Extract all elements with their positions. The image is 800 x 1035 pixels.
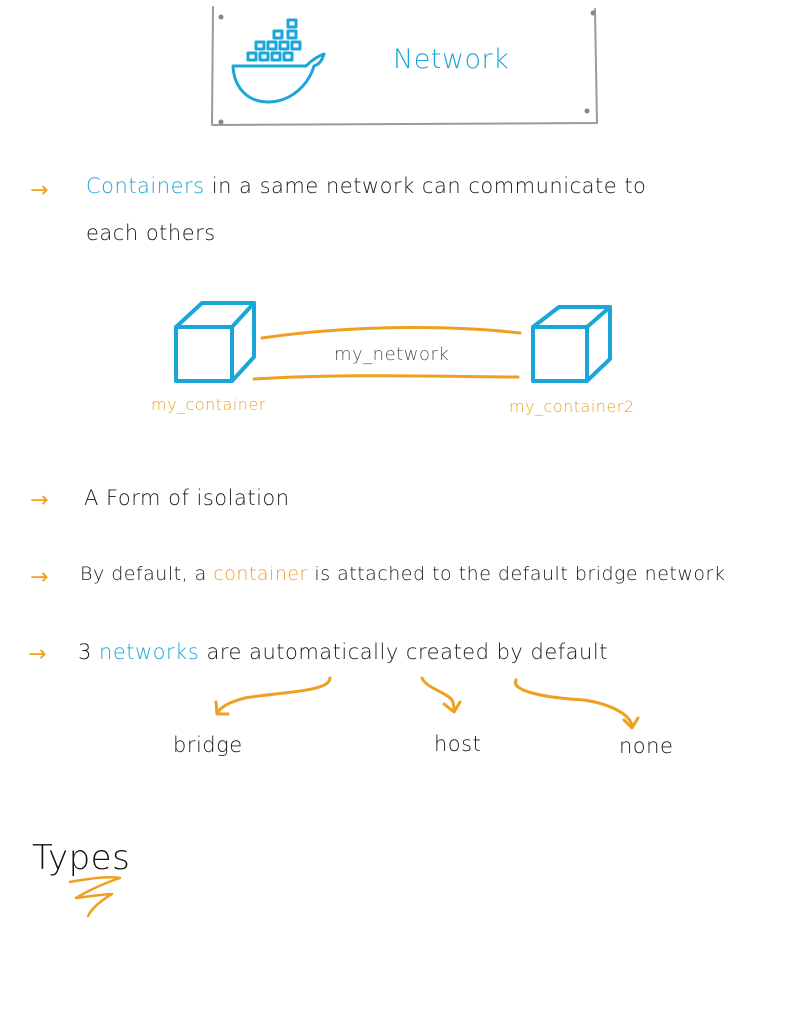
types-heading: Types	[32, 838, 131, 878]
network-diagram	[174, 301, 612, 383]
type-host: host	[434, 732, 482, 756]
bullet-1-text: in a same network can communicate to	[204, 174, 647, 198]
cube-icon	[174, 301, 256, 383]
bullet-4-text-a: 3	[78, 640, 100, 664]
bullet-2-text: A Form of isolation	[84, 486, 290, 510]
bullet-1-line-2: each others	[86, 221, 216, 245]
bullet-4-highlight: networks	[99, 640, 200, 664]
arrow-right-icon: →	[28, 642, 47, 667]
page-title: Network	[393, 44, 510, 75]
docker-whale-icon	[231, 18, 326, 104]
container-2-label: my_container2	[509, 397, 635, 416]
type-arrows	[214, 676, 640, 730]
title-frame	[211, 6, 598, 126]
cube-icon	[531, 305, 612, 383]
network-label: my_network	[334, 344, 450, 365]
arrow-right-icon: →	[30, 565, 49, 590]
curved-arrow-icon	[214, 676, 332, 716]
arrow-right-icon: →	[30, 488, 49, 513]
type-none: none	[619, 734, 674, 758]
bullet-1-line-1: Containers in a same network can communi…	[86, 174, 646, 198]
bullet-4-text-b: are automatically created by default	[199, 640, 608, 664]
heading-underline	[68, 875, 122, 918]
bullet-3-highlight: container	[213, 563, 308, 585]
bullet-3-line: By default, a container is attached to t…	[80, 563, 725, 585]
bullet-3-text-a: By default, a	[80, 563, 214, 585]
curved-arrow-icon	[514, 678, 640, 730]
type-bridge: bridge	[173, 733, 243, 757]
bullet-3-text-b: is attached to the default bridge networ…	[307, 563, 726, 585]
container-1-label: my_container	[151, 395, 266, 414]
curved-arrow-icon	[420, 676, 462, 714]
arrow-right-icon: →	[30, 178, 49, 203]
bullet-1-highlight: Containers	[86, 174, 205, 198]
bullet-4-line: 3 networks are automatically created by …	[78, 640, 608, 664]
